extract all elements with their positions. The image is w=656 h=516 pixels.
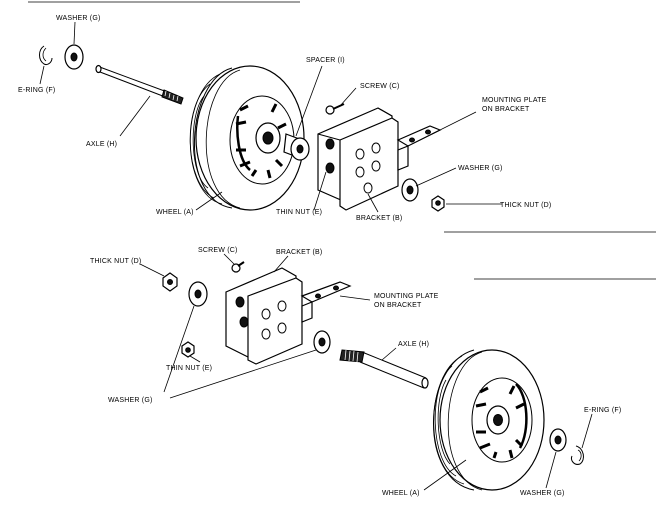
bottom-washer-axle xyxy=(313,330,331,354)
bottom-wheel xyxy=(433,349,545,491)
top-washer xyxy=(64,44,84,70)
bottom-assembly: THICK NUT (D) SCREW (C) BRACKET (B) MOUN… xyxy=(90,247,621,497)
label-on-bracket: ON BRACKET xyxy=(482,106,530,113)
top-e-ring xyxy=(39,45,53,65)
bottom-washer-left xyxy=(188,281,208,307)
leader-line xyxy=(339,295,371,301)
leader-line xyxy=(415,167,457,187)
label-wheel-a: WHEEL (A) xyxy=(156,209,194,216)
label-axle-h: AXLE (H) xyxy=(86,141,117,148)
leader-line xyxy=(295,65,323,137)
bottom-washer-right xyxy=(549,428,567,452)
label-spacer-i: SPACER (I) xyxy=(306,57,345,64)
top-bracket xyxy=(317,107,442,211)
label-on-bracket: ON BRACKET xyxy=(374,302,422,309)
leader-line xyxy=(273,255,289,273)
leader-line xyxy=(545,451,557,489)
label-thin-nut-e: THIN NUT (E) xyxy=(166,365,212,372)
bottom-screw xyxy=(231,261,245,273)
label-bracket-b: BRACKET (B) xyxy=(356,215,402,222)
leader-line xyxy=(581,413,593,449)
top-wheel xyxy=(189,65,305,211)
bottom-e-ring xyxy=(571,445,584,465)
leader-line xyxy=(381,347,397,361)
leader-line xyxy=(223,253,235,265)
top-screw xyxy=(325,103,345,115)
label-mounting-plate: MOUNTING PLATE xyxy=(482,97,547,104)
label-thick-nut-d: THICK NUT (D) xyxy=(90,258,141,265)
top-thick-nut xyxy=(431,195,445,212)
label-thick-nut-d: THICK NUT (D) xyxy=(500,202,551,209)
label-e-ring-f: E-RING (F) xyxy=(584,407,621,414)
label-washer-g: WASHER (G) xyxy=(108,397,153,404)
leader-line xyxy=(189,355,201,363)
leader-line xyxy=(163,305,195,393)
top-axle xyxy=(95,64,184,105)
leader-line xyxy=(119,95,151,137)
label-washer-g: WASHER (G) xyxy=(56,15,101,22)
label-washer-g-bottom: WASHER (G) xyxy=(520,490,565,497)
leader-line xyxy=(139,263,165,277)
label-screw-c: SCREW (C) xyxy=(360,83,400,90)
label-bracket-b: BRACKET (B) xyxy=(276,249,322,256)
label-axle-h: AXLE (H) xyxy=(398,341,429,348)
leader-line xyxy=(169,349,317,399)
top-washer-right xyxy=(401,178,419,202)
leader-line xyxy=(423,459,467,491)
leader-line xyxy=(367,193,379,213)
label-mounting-plate: MOUNTING PLATE xyxy=(374,293,439,300)
top-assembly: WASHER (G) E-RING (F) AXLE (H) SPACER (I… xyxy=(18,15,551,222)
bottom-thin-nut xyxy=(181,341,195,358)
leader-line xyxy=(313,171,327,211)
label-washer-g-right: WASHER (G) xyxy=(458,165,503,172)
leader-line xyxy=(39,65,45,85)
bottom-bracket xyxy=(225,267,352,365)
label-screw-c: SCREW (C) xyxy=(198,247,238,254)
bottom-thick-nut xyxy=(162,272,178,292)
leader-line xyxy=(431,111,477,135)
leader-line xyxy=(339,87,357,107)
leader-line xyxy=(73,21,76,45)
top-spacer xyxy=(283,133,310,161)
label-thin-nut-e: THIN NUT (E) xyxy=(276,209,322,216)
leader-line xyxy=(195,191,223,211)
label-e-ring-f: E-RING (F) xyxy=(18,87,55,94)
bottom-axle xyxy=(339,349,429,389)
label-wheel-a: WHEEL (A) xyxy=(382,490,420,497)
